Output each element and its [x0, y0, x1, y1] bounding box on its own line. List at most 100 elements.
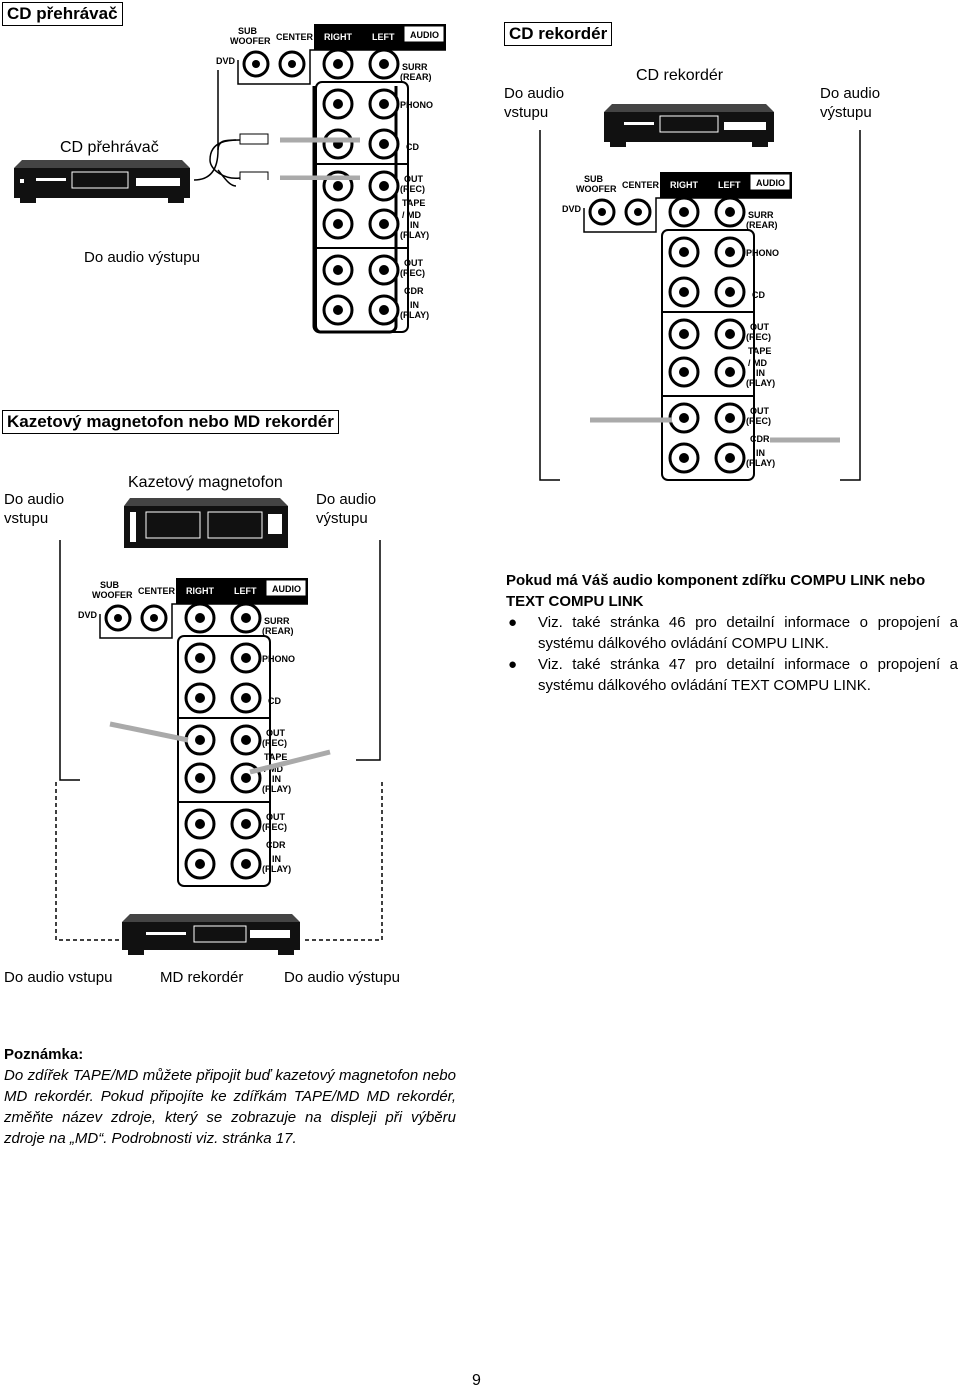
- panel-label-out: OUT: [750, 322, 770, 332]
- panel-label-rec: (REC): [400, 268, 425, 278]
- panel-label-in: IN: [410, 220, 419, 230]
- panel-label-right: RIGHT: [186, 586, 215, 596]
- panel-label-play: (PLAY): [262, 784, 291, 794]
- compu-link-info: Pokud má Váš audio komponent zdířku COMP…: [506, 570, 958, 696]
- panel-label-cdr: CDR: [404, 286, 424, 296]
- cd-player-output-label: Do audio výstupu: [84, 249, 200, 266]
- panel-label-audio: AUDIO: [272, 584, 301, 594]
- md-input-label: Do audio vstupu: [4, 969, 113, 986]
- panel-label-dvd: DVD: [216, 56, 236, 66]
- panel-label-center: CENTER: [622, 180, 660, 190]
- heading-tape-md: Kazetový magnetofon nebo MD rekordér: [2, 410, 339, 434]
- list-item-text: Viz. také stránka 46 pro detailní inform…: [538, 614, 958, 652]
- cd-player-label: CD přehrávač: [60, 139, 159, 156]
- cd-recorder-label: CD rekordér: [636, 67, 724, 84]
- heading-cd-player: CD přehrávač: [2, 2, 123, 26]
- panel-label-in: IN: [272, 774, 281, 784]
- cd-recorder-input-label: Do audio vstupu: [504, 85, 565, 121]
- panel-label-audio: AUDIO: [756, 178, 785, 188]
- panel-label-right: RIGHT: [670, 180, 699, 190]
- note-title: Poznámka:: [4, 1046, 84, 1063]
- panel-label-md: / MD: [402, 210, 421, 220]
- list-item-text: Viz. také stránka 47 pro detailní inform…: [538, 656, 958, 694]
- md-output-label: Do audio výstupu: [284, 969, 400, 986]
- cd-recorder-device: [604, 104, 774, 147]
- panel-label-out: OUT: [404, 174, 424, 184]
- panel-label-center: CENTER: [276, 32, 314, 42]
- panel-label-rear: (REAR): [262, 626, 294, 636]
- panel-label-out: OUT: [750, 406, 770, 416]
- panel-label-in: IN: [272, 854, 281, 864]
- tape-input-label: Do audio vstupu: [4, 491, 65, 527]
- list-item: ● Viz. také stránka 46 pro detailní infor…: [506, 612, 958, 654]
- cable-cd-player: [209, 133, 360, 180]
- panel-label-play: (PLAY): [262, 864, 291, 874]
- panel-label-woofer: WOOFER: [92, 590, 133, 600]
- panel-label-left: LEFT: [372, 32, 395, 42]
- panel-label-cd: CD: [752, 290, 765, 300]
- panel-label-play: (PLAY): [746, 458, 775, 468]
- panel-label-in: IN: [410, 300, 419, 310]
- note: Poznámka: Do zdířek TAPE/MD můžete připo…: [4, 1044, 456, 1149]
- md-recorder-label: MD rekordér: [160, 969, 244, 986]
- panel-label-dvd: DVD: [78, 610, 98, 620]
- panel-label-rear: (REAR): [746, 220, 778, 230]
- panel-label-cdr: CDR: [266, 840, 286, 850]
- panel-label-rear: (REAR): [400, 72, 432, 82]
- panel-label-out: OUT: [404, 258, 424, 268]
- receiver-terminals-3: DVD SUB WOOFER CENTER RIGHT LEFT AUDIO S…: [78, 578, 308, 887]
- receiver-terminals-1: DVD SUB WOOFER CENTER RIGHT LEFT AUDIO S…: [216, 24, 446, 333]
- md-recorder-device: [122, 914, 300, 955]
- panel-label-play: (PLAY): [400, 310, 429, 320]
- panel-label-rec: (REC): [746, 416, 771, 426]
- panel-label-dvd: DVD: [562, 204, 582, 214]
- compu-link-list: ● Viz. také stránka 46 pro detailní infor…: [506, 612, 958, 696]
- panel-label-out: OUT: [266, 812, 286, 822]
- panel-label-tape: TAPE: [748, 346, 771, 356]
- panel-label-cd: CD: [268, 696, 281, 706]
- panel-label-surr: SURR: [402, 62, 428, 72]
- panel-label-sub: SUB: [100, 580, 120, 590]
- panel-label-tape: TAPE: [402, 198, 425, 208]
- bullet-icon: ●: [508, 614, 518, 631]
- panel-label-center: CENTER: [138, 586, 176, 596]
- cd-recorder-output-label: Do audio výstupu: [820, 85, 881, 121]
- panel-label-right: RIGHT: [324, 32, 353, 42]
- panel-label-sub: SUB: [584, 174, 604, 184]
- panel-label-left: LEFT: [234, 586, 257, 596]
- panel-label-play: (PLAY): [746, 378, 775, 388]
- panel-label-phono: PHONO: [746, 248, 779, 258]
- panel-label-in: IN: [756, 368, 765, 378]
- receiver-terminals-2: DVD SUB WOOFER CENTER RIGHT LEFT AUDIO S…: [562, 172, 792, 481]
- cassette-deck-device: [124, 498, 288, 548]
- panel-label-tape: TAPE: [264, 752, 287, 762]
- panel-label-rec: (REC): [400, 184, 425, 194]
- panel-label-woofer: WOOFER: [230, 36, 271, 46]
- bullet-icon: ●: [508, 656, 518, 673]
- panel-label-woofer: WOOFER: [576, 184, 617, 194]
- panel-label-audio: AUDIO: [410, 30, 439, 40]
- panel-label-rec: (REC): [262, 738, 287, 748]
- panel-label-phono: PHONO: [262, 654, 295, 664]
- panel-label-cdr: CDR: [750, 434, 770, 444]
- page-number: 9: [472, 1372, 481, 1389]
- panel-label-surr: SURR: [748, 210, 774, 220]
- panel-label-left: LEFT: [718, 180, 741, 190]
- panel-label-play: (PLAY): [400, 230, 429, 240]
- panel-label-in: IN: [756, 448, 765, 458]
- heading-cd-recorder: CD rekordér: [504, 22, 613, 46]
- tape-output-label: Do audio výstupu: [316, 491, 377, 527]
- panel-label-md: / MD: [264, 764, 283, 774]
- compu-link-heading: Pokud má Váš audio komponent zdířku COMP…: [506, 572, 926, 610]
- note-text: Do zdířek TAPE/MD můžete připojit buď ka…: [4, 1067, 456, 1147]
- panel-label-phono: PHONO: [400, 100, 433, 110]
- panel-label-rec: (REC): [262, 822, 287, 832]
- tape-deck-label: Kazetový magnetofon: [128, 474, 283, 491]
- panel-label-cd: CD: [406, 142, 419, 152]
- list-item: ● Viz. také stránka 47 pro detailní infor…: [506, 654, 958, 696]
- panel-label-md: / MD: [748, 358, 767, 368]
- panel-label-rec: (REC): [746, 332, 771, 342]
- cd-player-device: [14, 160, 190, 203]
- panel-label-out: OUT: [266, 728, 286, 738]
